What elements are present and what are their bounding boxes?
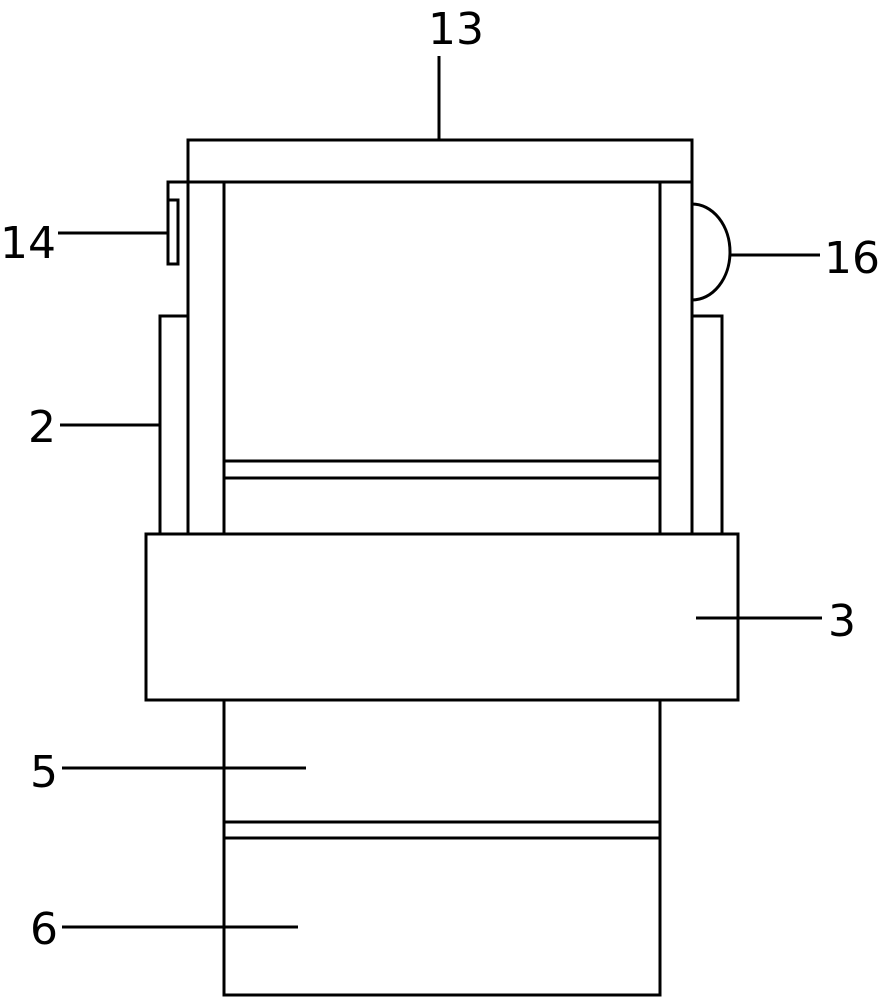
label-3: 3 xyxy=(828,596,856,647)
right-outer-post xyxy=(660,182,692,534)
left-side-plate-2 xyxy=(160,316,188,534)
label-2: 2 xyxy=(28,402,56,453)
label-5: 5 xyxy=(30,747,58,798)
label-14: 14 xyxy=(0,218,56,269)
inner-crossbar xyxy=(224,461,660,478)
top-cover-13 xyxy=(188,140,692,182)
lower-separator-bar xyxy=(224,822,660,838)
label-13: 13 xyxy=(428,4,484,55)
clip-14 xyxy=(168,200,178,264)
right-side-plate xyxy=(692,316,722,534)
base-box-3 xyxy=(146,534,738,700)
label-16: 16 xyxy=(824,233,880,284)
clip-14-bracket xyxy=(168,182,188,200)
lower-column xyxy=(224,700,660,995)
label-6: 6 xyxy=(30,904,58,955)
dome-16 xyxy=(692,204,730,300)
left-outer-post xyxy=(188,182,224,534)
